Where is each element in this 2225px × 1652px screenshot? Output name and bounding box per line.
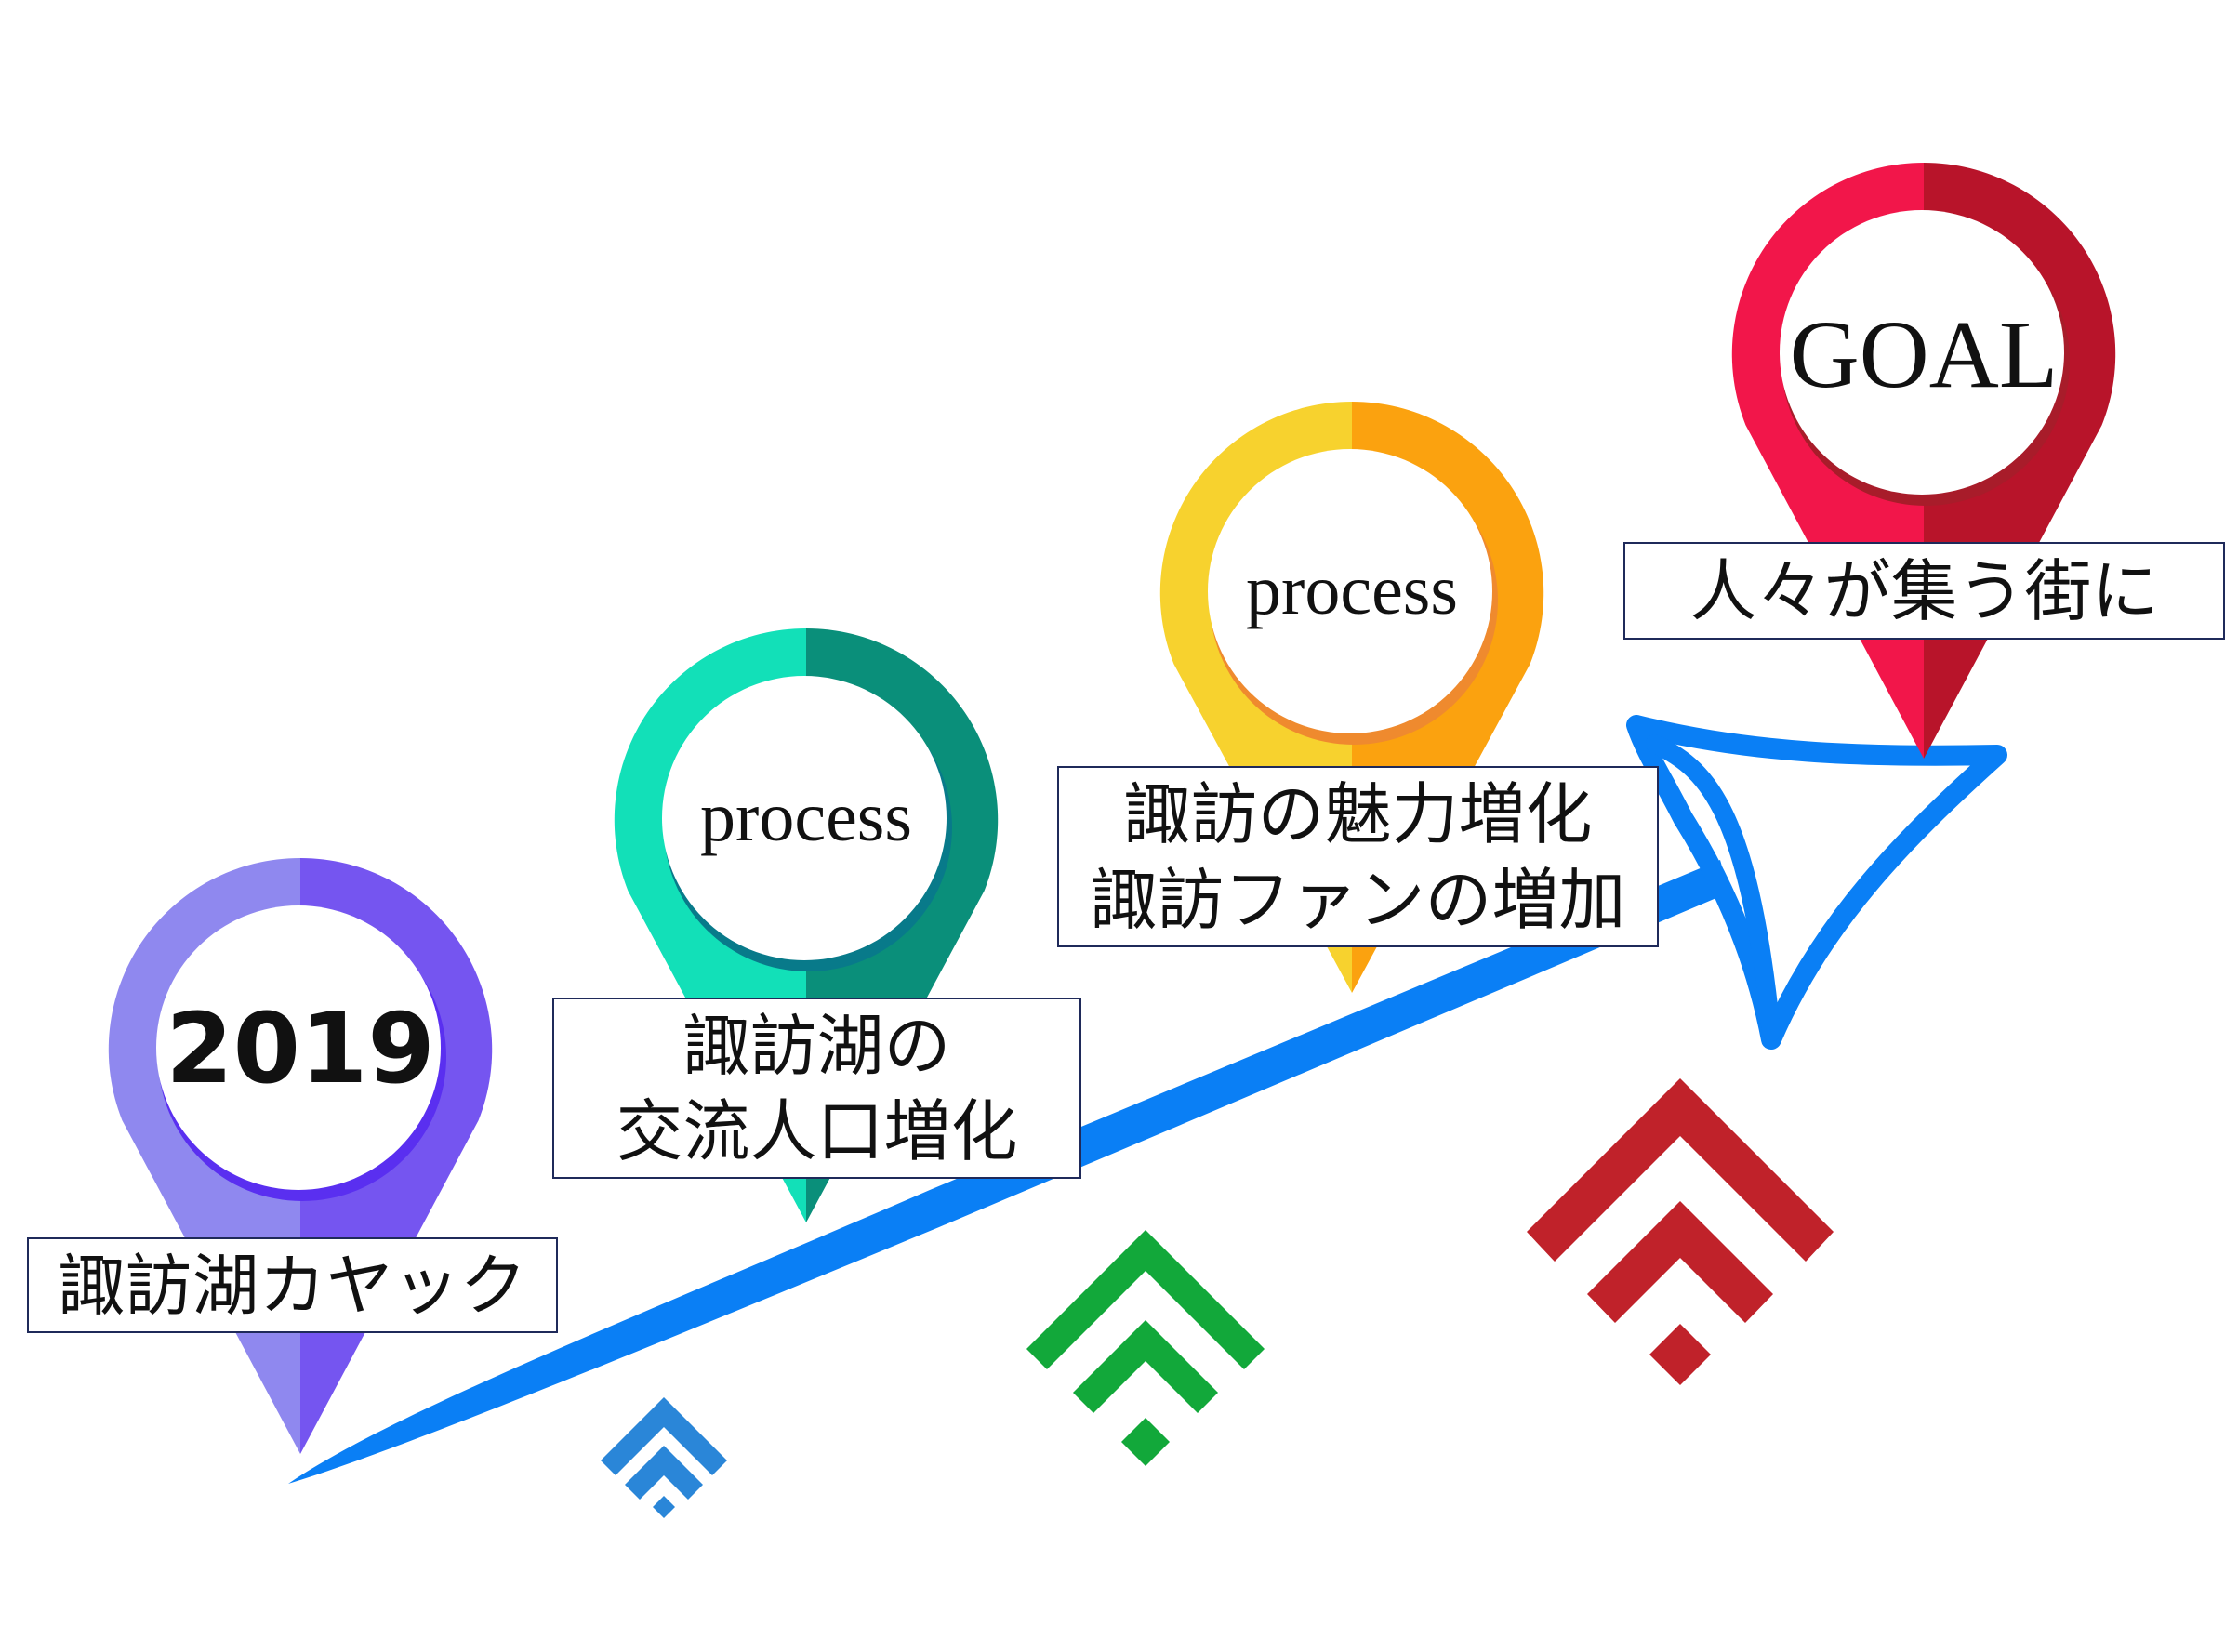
pin-inner-circle <box>1780 210 2064 495</box>
pin-inner-circle <box>662 676 947 960</box>
pin-inner-circle <box>1208 449 1492 733</box>
pin-inner-circle <box>156 905 441 1190</box>
milestone-label-4: 人々が集う街に <box>1623 542 2225 640</box>
pin-text: process <box>1246 551 1458 629</box>
map-pin-icon-1: 2019 <box>108 857 493 1454</box>
map-pin-icon-4: GOAL <box>1731 162 2116 760</box>
milestone-label-1: 諏訪湖カヤック <box>27 1237 558 1333</box>
milestone-label-3: 諏訪の魅力増化 諏訪ファンの増加 <box>1057 766 1659 947</box>
pin-text: GOAL <box>1790 301 2059 408</box>
chevron-up-icon-large <box>1527 1078 1834 1385</box>
pin-text: 2019 <box>166 992 434 1105</box>
chevron-up-icon-medium <box>1026 1230 1265 1466</box>
pin-text: process <box>700 778 912 856</box>
chevron-up-icon-small <box>601 1397 727 1518</box>
milestone-label-2: 諏訪湖の 交流人口増化 <box>552 998 1081 1179</box>
